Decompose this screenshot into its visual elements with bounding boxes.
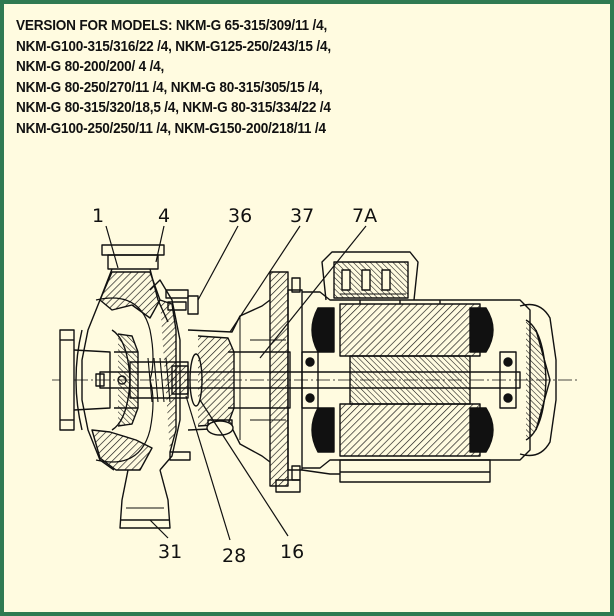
part-label-37: 37 (290, 205, 314, 227)
heading-line: NKM-G100-315/316/22 /4, NKM-G125-250/243… (16, 38, 331, 55)
part-label-36: 36 (228, 205, 252, 227)
models-heading: VERSION FOR MODELS: NKM-G 65-315/309/11 … (16, 16, 555, 140)
heading-line: NKM-G100-250/250/11 /4, NKM-G150-200/218… (16, 120, 326, 137)
heading-line: NKM-G 80-200/200/ 4 /4, (16, 59, 165, 76)
part-label-7a: 7A (352, 205, 377, 227)
leader-line-36 (197, 225, 239, 301)
leader-lines (105, 225, 367, 541)
terminal-box (321, 251, 419, 301)
motor-housing (301, 291, 531, 469)
mechanical-seal (129, 353, 203, 407)
part-label-16: 16 (280, 541, 304, 563)
leader-line-1 (105, 225, 119, 269)
impeller (111, 329, 139, 431)
heading-line: NKM-G 80-315/320/18,5 /4, NKM-G 80-315/3… (16, 100, 331, 117)
leader-line-4 (155, 225, 165, 263)
shaft (95, 371, 521, 389)
motor-foot (301, 459, 491, 483)
part-label-31: 31 (158, 541, 182, 563)
leader-line-37 (229, 225, 301, 333)
leader-line-31 (149, 519, 169, 539)
leader-line-7a (259, 225, 367, 359)
fan-cover (519, 303, 557, 457)
heading-line: NKM-G 80-250/270/11 /4, NKM-G 80-315/305… (16, 79, 323, 96)
part-label-1: 1 (92, 205, 104, 227)
heading-line: VERSION FOR MODELS: NKM-G 65-315/309/11 … (16, 18, 328, 34)
leader-line-16 (199, 399, 289, 537)
pump-casing (59, 244, 171, 529)
motor-flange (269, 271, 303, 493)
part-label-28: 28 (222, 545, 246, 567)
part-label-4: 4 (158, 205, 170, 227)
leader-line-28 (185, 395, 231, 541)
